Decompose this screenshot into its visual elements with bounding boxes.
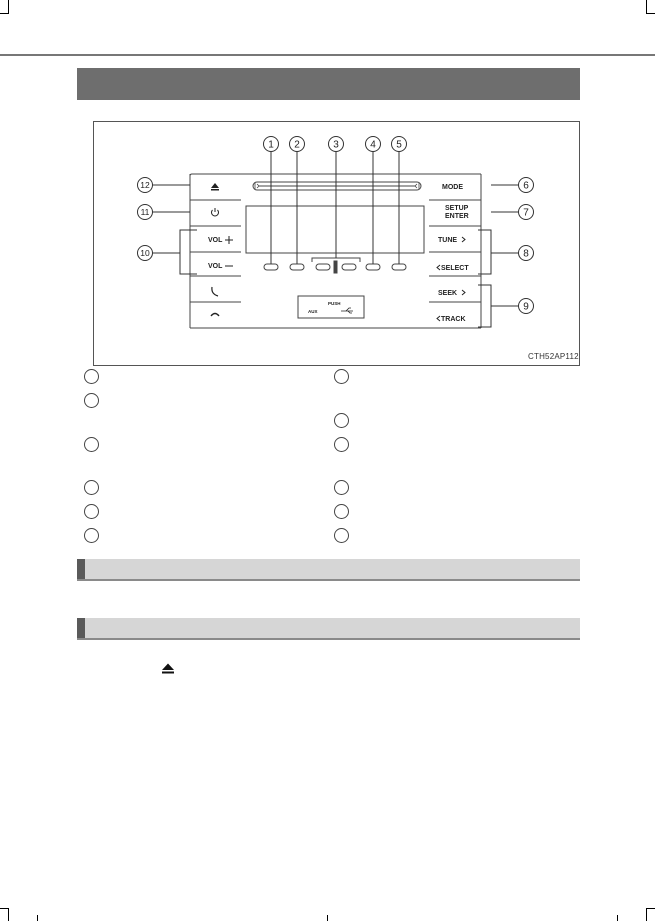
crop-mark [327, 915, 328, 921]
crop-mark [646, 0, 647, 14]
plus-icon [225, 236, 233, 244]
callout-7: 7 [523, 208, 529, 219]
crop-mark [8, 908, 9, 921]
preset-button-3a [315, 263, 331, 271]
legend-marker-6 [84, 528, 99, 543]
legend-marker-8 [334, 413, 349, 428]
section-header-1 [77, 559, 580, 581]
radio-panel-figure: MODE SETUP ENTER TUNE SELECT SEEK TRACK … [93, 121, 580, 366]
legend-marker-10 [334, 480, 349, 495]
legend-marker-11 [334, 504, 349, 519]
select-button-label: SELECT [441, 265, 469, 272]
mode-button-label: MODE [442, 184, 463, 191]
vol-down-button-label: VOL [208, 263, 223, 270]
section-header-tab [77, 618, 85, 638]
chevron-left-icon [436, 264, 441, 271]
callout-3: 3 [333, 140, 339, 151]
eject-icon [162, 663, 174, 674]
preset-button-3b [341, 263, 357, 271]
chevron-right-icon [461, 289, 466, 296]
legend-marker-7 [334, 369, 349, 384]
push-label: PUSH [328, 301, 341, 306]
legend-marker-4 [84, 480, 99, 495]
preset-button-1 [263, 263, 279, 271]
enter-button-label: ENTER [445, 213, 469, 220]
section-header-2 [77, 618, 580, 640]
setup-button-label: SETUP [445, 205, 469, 212]
preset-button-4 [365, 263, 381, 271]
legend-marker-9 [334, 437, 349, 452]
callout-11: 11 [141, 207, 150, 217]
track-button-label: TRACK [441, 316, 466, 323]
callout-10: 10 [140, 248, 150, 258]
crop-mark [617, 915, 618, 921]
callout-1: 1 [268, 140, 274, 151]
seek-button-label: SEEK [438, 290, 457, 297]
legend-marker-12 [334, 528, 349, 543]
callout-4: 4 [370, 140, 376, 151]
phone-pickup-icon [211, 286, 219, 297]
legend-marker-5 [84, 504, 99, 519]
phone-hangup-icon [210, 312, 220, 317]
crop-mark [646, 13, 655, 14]
legend-marker-2 [84, 393, 99, 408]
page-title-bar [77, 68, 580, 100]
crop-mark [646, 908, 647, 921]
preset-button-5 [391, 263, 407, 271]
usb-icon [341, 307, 353, 314]
header-rule [0, 54, 655, 56]
callout-9: 9 [523, 302, 529, 313]
aux-label: AUX [308, 309, 318, 314]
power-icon [211, 208, 219, 217]
crop-mark [0, 908, 9, 909]
crop-mark [0, 13, 9, 14]
vol-up-button-label: VOL [208, 237, 223, 244]
eject-icon [211, 183, 219, 191]
radio-panel-diagram: MODE SETUP ENTER TUNE SELECT SEEK TRACK … [137, 136, 534, 329]
crop-mark [646, 908, 655, 909]
preset-button-2 [289, 263, 305, 271]
chevron-left-icon [436, 315, 441, 322]
crop-mark [8, 0, 9, 14]
figure-code: CTH52AP112 [528, 352, 579, 361]
tune-button-label: TUNE [438, 237, 457, 244]
callout-5: 5 [396, 140, 402, 151]
callout-8: 8 [523, 249, 529, 260]
callout-6: 6 [523, 181, 529, 192]
crop-mark [37, 915, 38, 921]
callout-12: 12 [140, 180, 150, 190]
chevron-right-icon [461, 236, 466, 243]
section-header-tab [77, 559, 85, 579]
legend-marker-1 [84, 369, 99, 384]
callout-2: 2 [294, 140, 300, 151]
legend-marker-3 [84, 437, 99, 452]
